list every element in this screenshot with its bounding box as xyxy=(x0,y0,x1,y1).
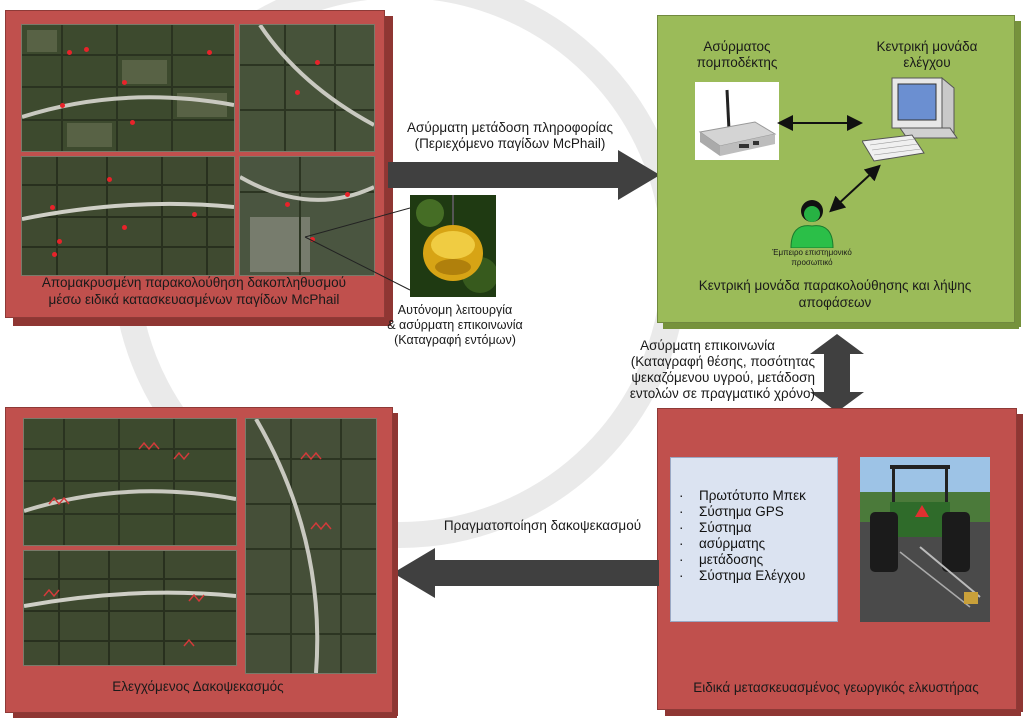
wireless-transceiver-icon xyxy=(695,82,779,160)
arrow-bottom-label: Πραγματοποίηση δακοψεκασμού xyxy=(443,518,642,533)
tractor-caption: Ειδικά μετασκευασμένος γεωργικός ελκυστή… xyxy=(693,680,979,695)
control-unit-label: Κεντρική μονάδα ελέγχου xyxy=(876,39,978,70)
satellite-map-3 xyxy=(21,156,235,276)
list-item: Σύστημα GPS xyxy=(671,504,837,520)
satellite-map-2 xyxy=(239,24,375,152)
list-item: μετάδοσης xyxy=(671,552,837,568)
spraying-caption: Ελεγχόμενος Δακοψεκασμός xyxy=(112,679,284,694)
tractor-photo xyxy=(860,457,990,622)
personnel-label: Έμπειρο επιστημονικό προσωπικό xyxy=(772,248,852,267)
list-item: Πρωτότυπο Μπεκ xyxy=(671,488,837,504)
list-item: Σύστημα xyxy=(671,520,837,536)
satellite-map-4 xyxy=(239,156,375,276)
arrow-bidirectional-tractor xyxy=(810,334,864,412)
computer-icon xyxy=(861,73,962,163)
monitoring-panel: Απομακρυσμένη παρακολούθηση δακοπληθυσμο… xyxy=(5,10,393,326)
arrow-to-spraying xyxy=(393,548,659,598)
trap-caption: Αυτόνομη λειτουργία & ασύρματη επικοινων… xyxy=(387,303,523,347)
tractor-panel: Πρωτότυπο Μπεκ Σύστημα GPS Σύστημα ασύρμ… xyxy=(657,408,1023,716)
scientist-person-icon xyxy=(787,198,837,249)
satellite-map-1 xyxy=(21,24,235,152)
spraying-map-3 xyxy=(23,550,237,666)
transmitter-label: Ασύρματος πομποδέκτης xyxy=(696,39,778,70)
spraying-panel: Ελεγχόμενος Δακοψεκασμός xyxy=(5,407,398,720)
list-item: Σύστημα Ελέγχου xyxy=(671,568,837,584)
central-caption: Κεντρική μονάδα παρακολούθησης και λήψης… xyxy=(698,278,972,310)
monitoring-caption: Απομακρυσμένη παρακολούθηση δακοπληθυσμο… xyxy=(41,275,347,307)
spraying-map-2 xyxy=(245,418,377,674)
tractor-components-list: Πρωτότυπο Μπεκ Σύστημα GPS Σύστημα ασύρμ… xyxy=(670,457,838,622)
spraying-map-1 xyxy=(23,418,237,546)
central-unit-panel: Ασύρματος πομποδέκτης Κεντρική μονάδα ελ… xyxy=(657,15,1021,331)
mcphail-trap-photo xyxy=(410,195,496,297)
device-link-arrows xyxy=(777,115,881,213)
list-item: ασύρματης xyxy=(671,536,837,552)
arrow-right-label: Ασύρματη επικοινωνία (Καταγραφή θέσης, π… xyxy=(629,338,815,401)
arrow-to-central-unit xyxy=(388,150,660,200)
arrow-top-label: Ασύρματη μετάδοση πληροφορίας (Περιεχόμε… xyxy=(407,120,613,151)
